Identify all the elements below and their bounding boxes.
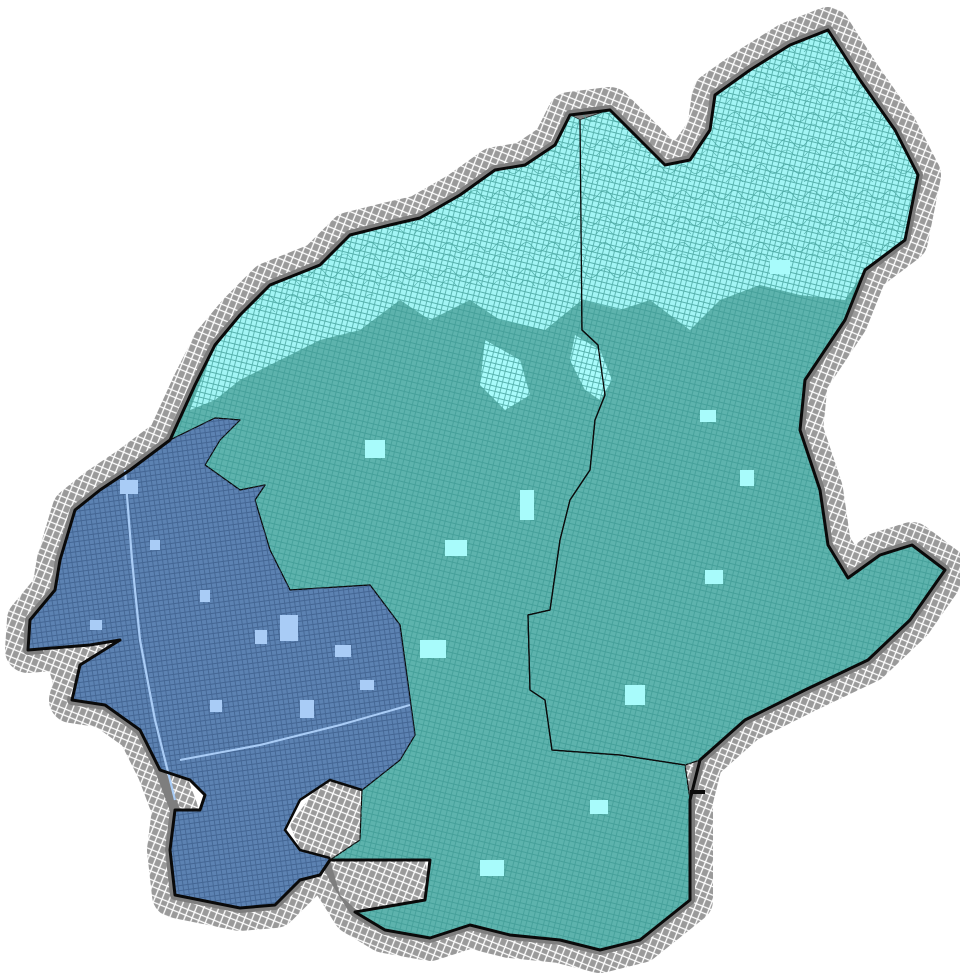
west-railway [123, 469, 177, 801]
southeast-notch-streets [330, 855, 430, 915]
district-borders [527, 119, 686, 766]
central-east-border [527, 119, 686, 766]
teal-block [625, 685, 645, 705]
teal-block [480, 860, 504, 876]
teal-district-blocks [365, 260, 790, 876]
teal-block [740, 470, 754, 486]
north-hill-contours [240, 30, 918, 315]
central-street-texture [170, 115, 690, 950]
west-block [150, 540, 160, 550]
teal-block [590, 800, 608, 814]
teal-block [705, 570, 723, 584]
west-block [280, 615, 298, 641]
south-notch-streets [290, 775, 362, 858]
teal-block [420, 640, 446, 658]
teal-block [365, 440, 385, 458]
west-block [200, 590, 210, 602]
districts [27, 29, 946, 951]
west-block [300, 700, 314, 718]
west-block [210, 700, 222, 712]
teal-block [700, 410, 716, 422]
west-district-blocks [90, 480, 374, 718]
south-notch-outline [283, 778, 363, 860]
teal-block [520, 490, 534, 520]
city-boundary-outline [26, 28, 947, 952]
west-block [120, 480, 138, 494]
west-block [335, 645, 351, 657]
west-block [255, 630, 267, 644]
teal-block [445, 540, 467, 556]
west-block [90, 620, 102, 630]
west-street-texture [28, 418, 415, 908]
teal-block [770, 260, 790, 274]
central-railway [179, 704, 411, 761]
west-block [360, 680, 374, 690]
